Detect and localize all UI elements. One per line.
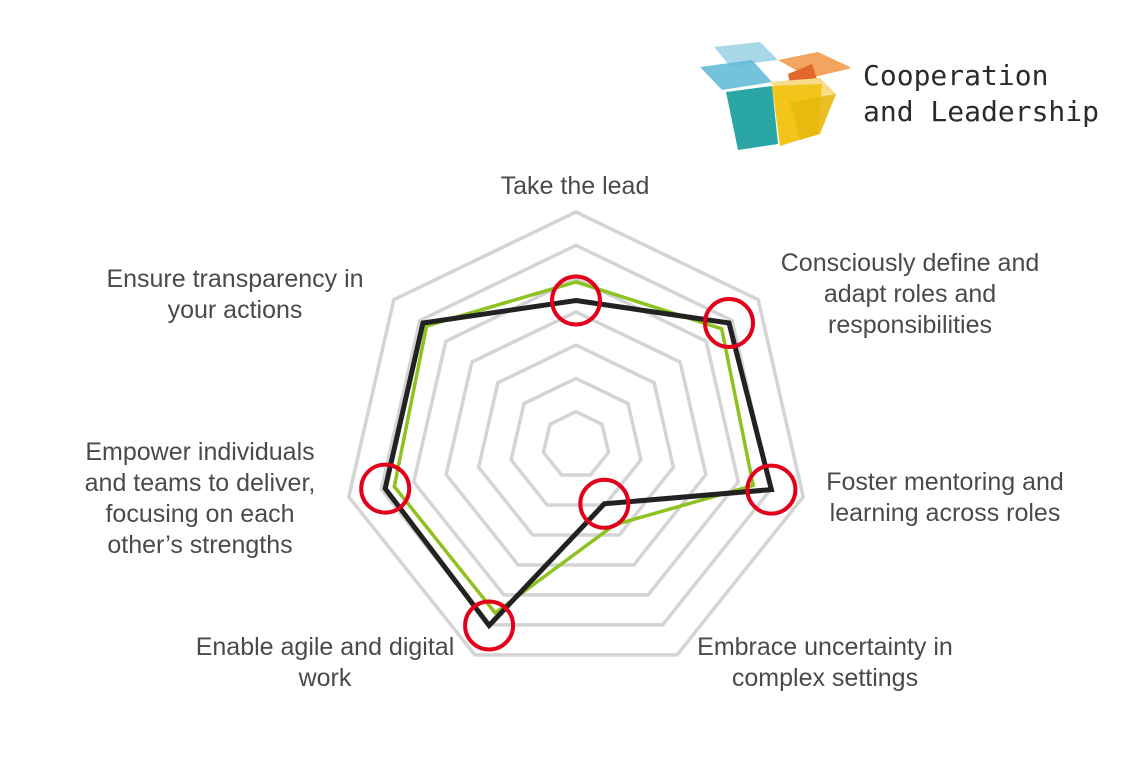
highlight-circles bbox=[359, 274, 798, 652]
axis-label-foster-mentoring: Foster mentoring and learning across rol… bbox=[826, 468, 1064, 527]
grid-ring-1 bbox=[541, 409, 611, 477]
logo: Cooperation and Leadership bbox=[700, 42, 1100, 152]
highlight-circle-6 bbox=[359, 462, 412, 515]
highlight-circle-4 bbox=[578, 477, 631, 530]
logo-cube-icon bbox=[700, 42, 850, 150]
axis-label-take-the-lead: Take the lead bbox=[500, 172, 650, 200]
axis-label-define-roles: Consciously define and adapt roles and r… bbox=[780, 249, 1040, 339]
grid-ring-4 bbox=[444, 309, 708, 567]
series-line-2 bbox=[382, 297, 775, 630]
logo-text: Cooperation and Leadership bbox=[863, 58, 1099, 130]
highlight-circle-5 bbox=[463, 599, 516, 652]
logo-line-2: and Leadership bbox=[863, 95, 1100, 128]
logo-line-1: Cooperation bbox=[863, 59, 1049, 92]
grid-ring-5 bbox=[411, 276, 741, 597]
grid-ring-2 bbox=[509, 376, 643, 507]
highlight-circle-2 bbox=[703, 297, 755, 349]
axis-label-embrace-uncertainty: Embrace uncertainty in complex settings bbox=[697, 633, 953, 692]
axis-label-ensure-transparency: Ensure transparency in your actions bbox=[106, 265, 364, 324]
radar-series bbox=[382, 280, 775, 630]
grid-ring-7 bbox=[346, 210, 806, 657]
grid-ring-6 bbox=[379, 243, 773, 627]
series-line-1 bbox=[392, 280, 756, 616]
radar-grid bbox=[346, 210, 806, 657]
highlight-circle-1 bbox=[550, 274, 602, 327]
highlight-circle-3 bbox=[745, 463, 798, 516]
axis-label-agile-digital: Enable agile and digital work bbox=[195, 633, 455, 692]
axis-label-empower-individuals: Empower individuals and teams to deliver… bbox=[84, 438, 316, 559]
